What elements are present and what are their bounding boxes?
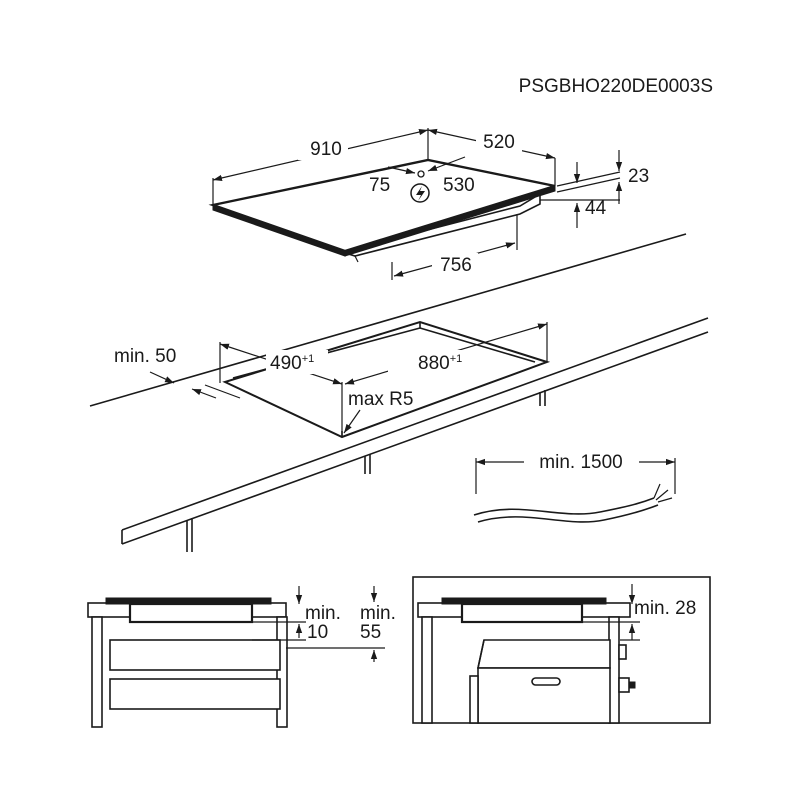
gap-value-label: 10	[307, 622, 328, 643]
power-connection-icon	[410, 183, 430, 203]
depth-min-label: min.	[360, 603, 396, 624]
power-cable	[473, 497, 655, 516]
worktop-cutout	[222, 320, 551, 439]
cutout-width-label: 880+1	[418, 353, 462, 374]
body-height-label: 44	[585, 198, 607, 219]
gap-min-label: min.	[305, 603, 341, 624]
cable-length-view: min. 1500	[473, 452, 676, 523]
cutout-radius-label: max R5	[348, 389, 413, 410]
hob-perspective-view: 910 520 75 530 23 44 756	[208, 128, 649, 280]
side-view-drawers: min. 10 min. 55	[87, 586, 396, 728]
glass-thickness-label: 23	[628, 166, 649, 187]
model-code: PSGBHO220DE0003S	[519, 76, 713, 97]
worktop-cutout-view: 490+1 880+1 max R5 min. 50	[89, 233, 709, 552]
edge-distance-label: min. 50	[114, 346, 176, 367]
oven-gap-label: min. 28	[634, 598, 696, 619]
side-view-oven: min. 28	[412, 576, 711, 724]
top-depth-label: 520	[483, 132, 515, 153]
conn-depth-label: 530	[443, 175, 475, 196]
cable-length-label: min. 1500	[539, 452, 622, 473]
depth-value-label: 55	[360, 622, 381, 643]
conn-offset-label: 75	[369, 175, 390, 196]
top-width-label: 910	[310, 139, 342, 160]
cutout-depth-label: 490+1	[270, 353, 314, 374]
body-width-label: 756	[440, 255, 472, 276]
